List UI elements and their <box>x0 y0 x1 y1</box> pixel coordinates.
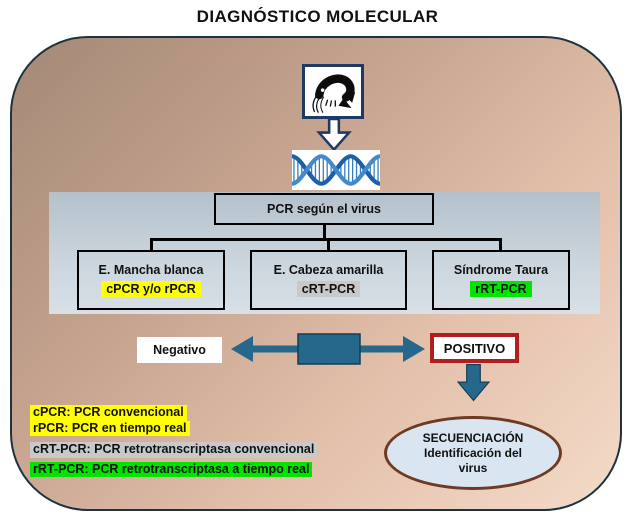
method-badge: cPCR y/o rPCR <box>101 281 201 297</box>
arrow-down-white-icon <box>316 118 352 151</box>
virus-name: E. Mancha blanca <box>98 263 204 277</box>
negative-label: Negativo <box>153 343 206 357</box>
legend: cPCR: PCR convencional rPCR: PCR en tiem… <box>30 405 318 477</box>
method-badge: cRT-PCR <box>296 281 361 297</box>
legend-item-crtpcr: cRT-PCR: PCR retrotranscriptasa convenci… <box>30 442 318 458</box>
double-arrow-icon <box>231 333 425 365</box>
page-title: DIAGNÓSTICO MOLECULAR <box>196 7 439 26</box>
legend-item-rrtpcr: rRT-PCR: PCR retrotranscriptasa a tiempo… <box>30 461 313 477</box>
legend-item-cpcr: cPCR: PCR convencional <box>30 405 187 421</box>
connector-drop-1 <box>150 238 153 250</box>
virus-box-cabeza-amarilla: E. Cabeza amarilla cRT-PCR <box>250 250 407 310</box>
connector-hline <box>150 238 502 241</box>
negative-box: Negativo <box>137 337 222 363</box>
pcr-root-label: PCR según el virus <box>267 202 381 216</box>
virus-box-mancha-blanca: E. Mancha blanca cPCR y/o rPCR <box>77 250 225 310</box>
method-badge: rRT-PCR <box>470 281 532 297</box>
virus-name: Síndrome Taura <box>453 263 549 277</box>
connector-stem <box>323 224 326 239</box>
shrimp-icon <box>312 73 356 113</box>
connector-drop-2 <box>327 238 330 250</box>
legend-item-rpcr: rPCR: PCR en tiempo real <box>30 420 190 436</box>
positive-label: POSITIVO <box>443 340 506 356</box>
virus-box-sindrome-taura: Síndrome Taura rRT-PCR <box>432 250 570 310</box>
sequencing-ellipse: SECUENCIACIÓN Identificación del virus <box>384 416 562 490</box>
dna-box <box>292 150 380 190</box>
virus-name: E. Cabeza amarilla <box>273 263 384 277</box>
diagram-container: PCR según el virus E. Mancha blanca cPCR… <box>10 36 622 511</box>
positive-box: POSITIVO <box>430 333 519 363</box>
dna-helix-icon <box>292 154 380 186</box>
connector-drop-3 <box>499 238 502 250</box>
pcr-root-box: PCR según el virus <box>214 193 434 225</box>
sequencing-title: SECUENCIACIÓN <box>422 430 524 445</box>
shrimp-box <box>302 64 364 119</box>
arrow-down-teal-icon <box>457 364 490 402</box>
sequencing-subtitle: Identificación del virus <box>423 445 522 475</box>
